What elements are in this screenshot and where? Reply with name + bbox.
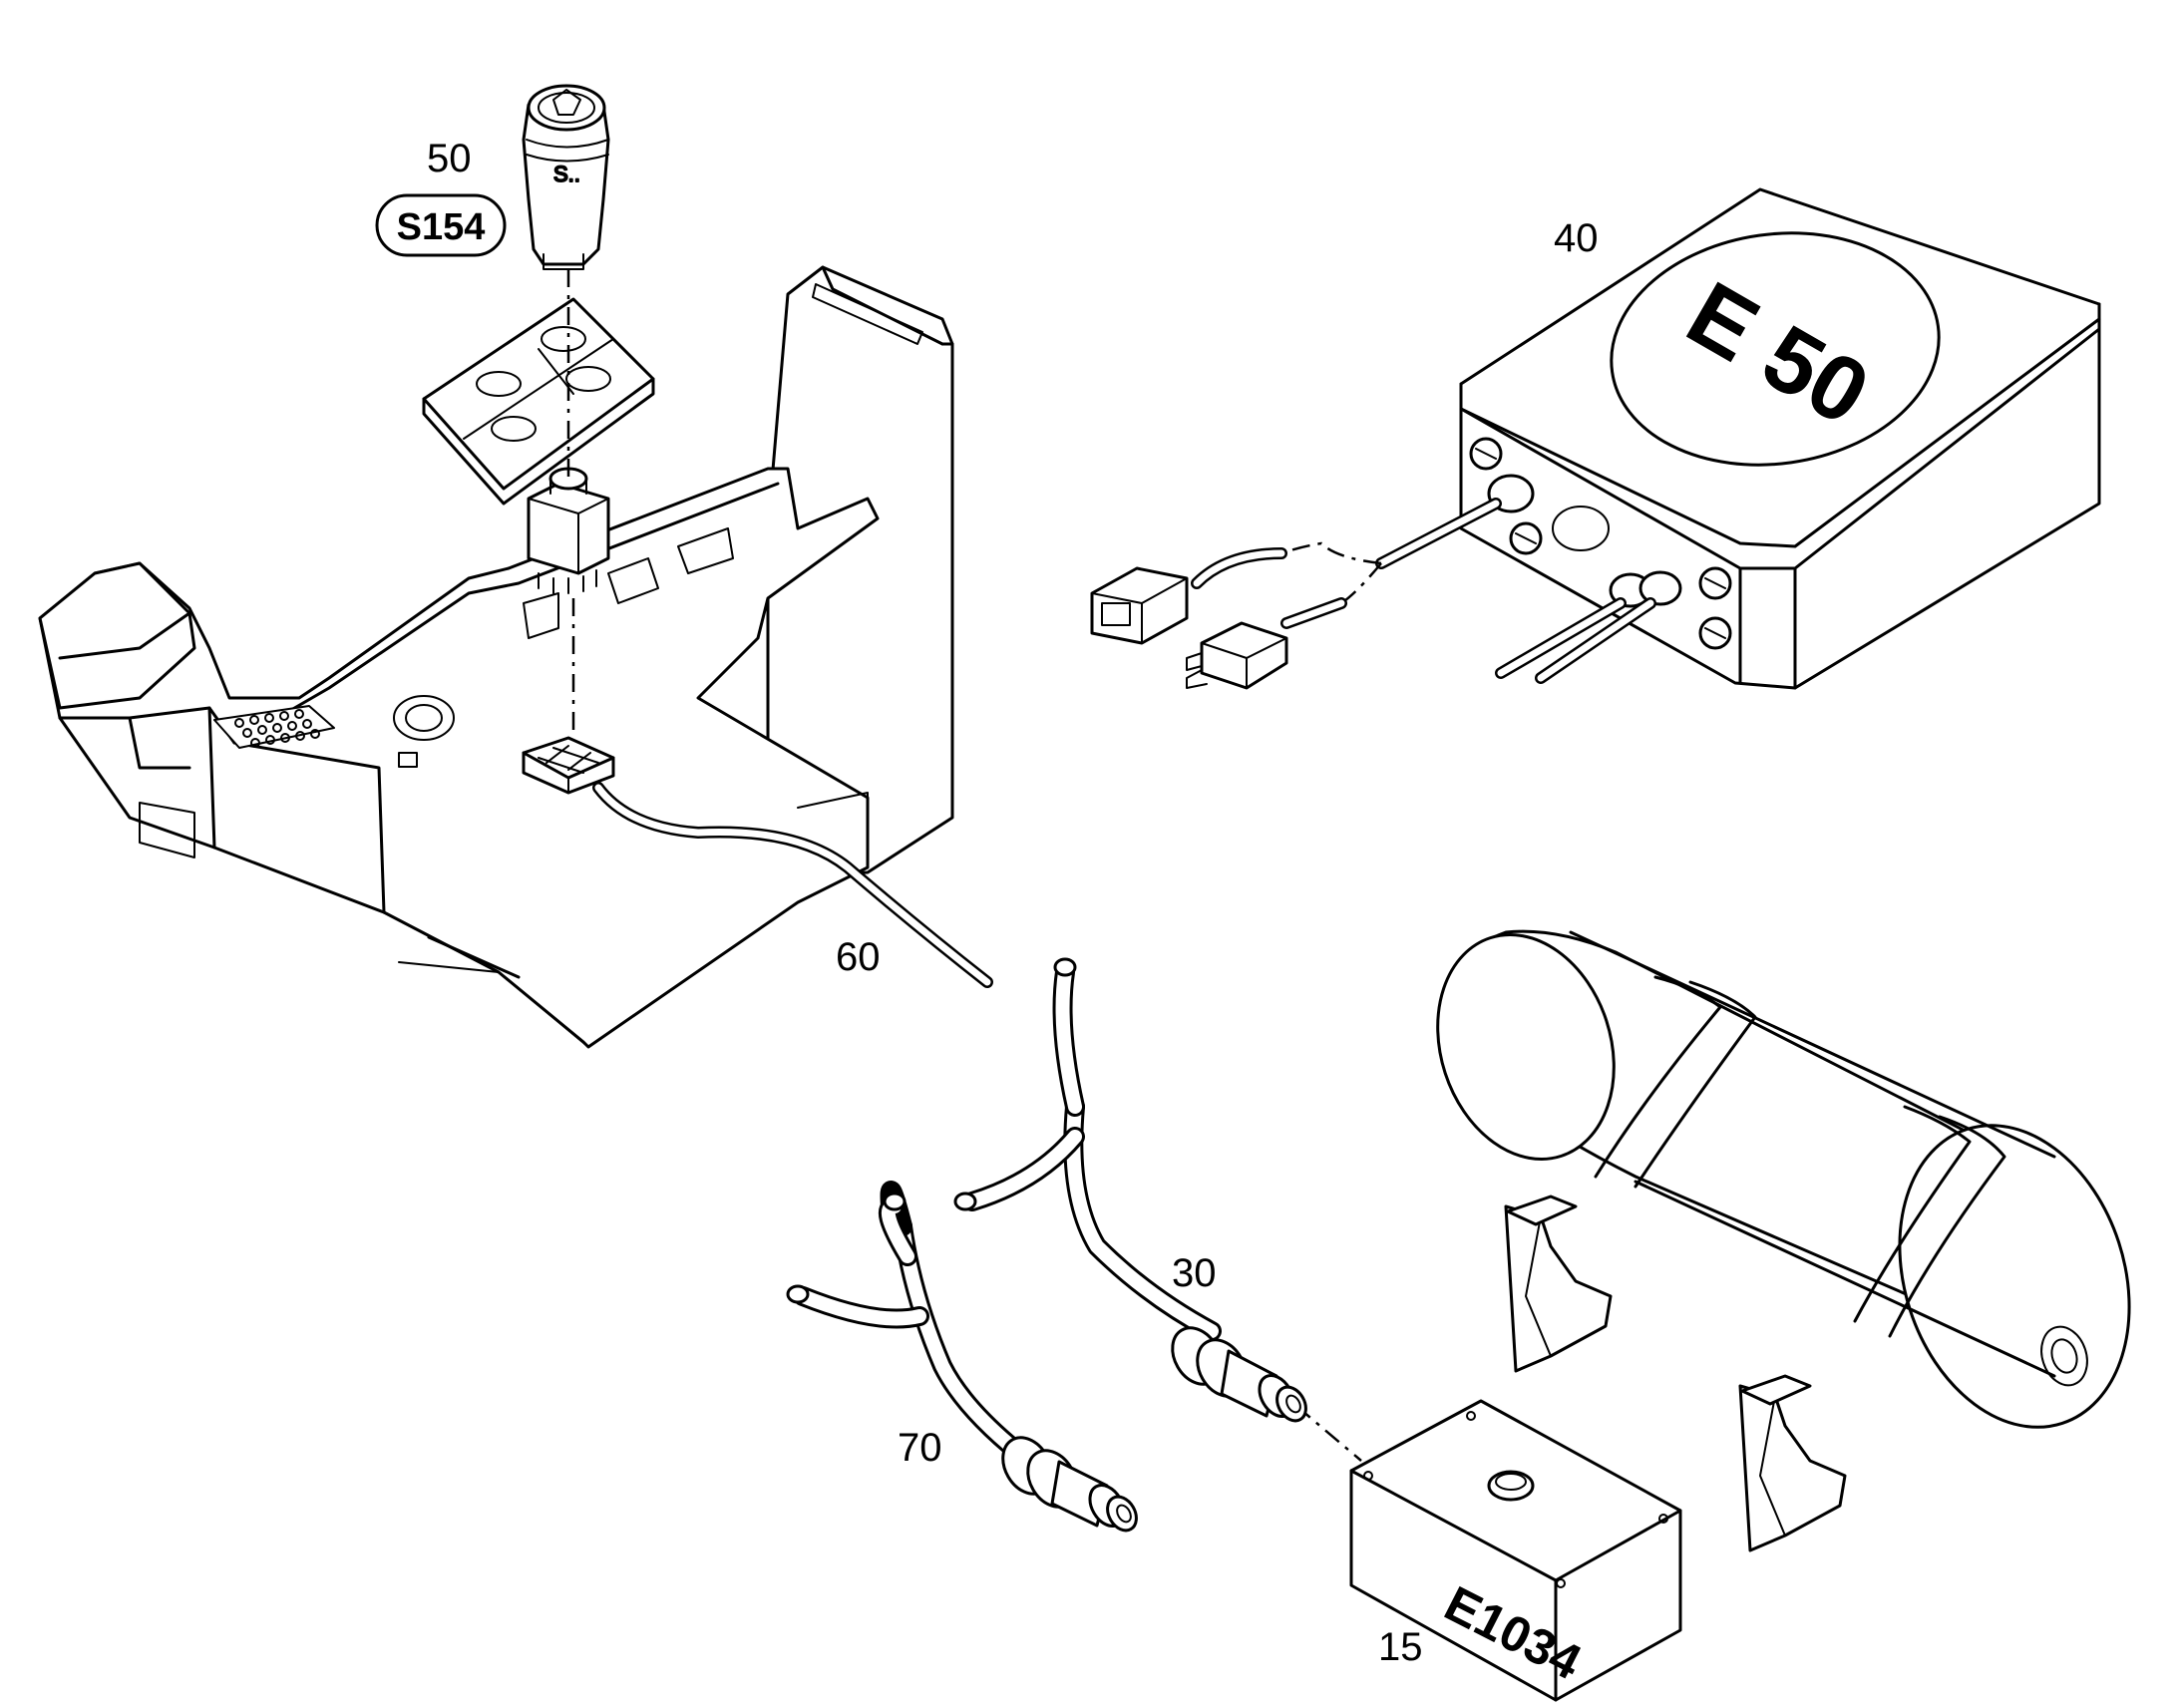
control-unit-bolts (1469, 437, 1732, 650)
junction-axis-line (1295, 1405, 1362, 1462)
control-unit-wires (1191, 498, 1656, 684)
callout-60: 60 (836, 935, 881, 979)
switch-code: S154 (397, 206, 486, 248)
connector-plug-square (1090, 566, 1189, 645)
switch-connector (522, 736, 615, 795)
switch-cap-mark: S.. (553, 162, 580, 186)
callout-50: 50 (427, 137, 472, 180)
switch-mounting-plate (422, 297, 655, 506)
cylinder-tank (1436, 929, 2131, 1552)
operator-console (38, 265, 954, 1049)
cable-30 (953, 957, 1307, 1423)
keypad-buttons (234, 709, 320, 748)
callout-40: 40 (1554, 216, 1599, 260)
callout-70: 70 (898, 1426, 942, 1470)
connector-plug-flat (1186, 621, 1288, 690)
cable-60 (592, 782, 993, 988)
callout-30: 30 (1172, 1251, 1217, 1295)
cable-70 (786, 1181, 1138, 1533)
switch-code-badge (375, 193, 507, 257)
callout-15: 15 (1378, 1625, 1423, 1669)
control-unit-box: E 50 (1459, 187, 2101, 690)
switch-axis-line (566, 269, 575, 738)
switch-knob: S.. (522, 84, 610, 270)
switch-body (527, 467, 610, 594)
